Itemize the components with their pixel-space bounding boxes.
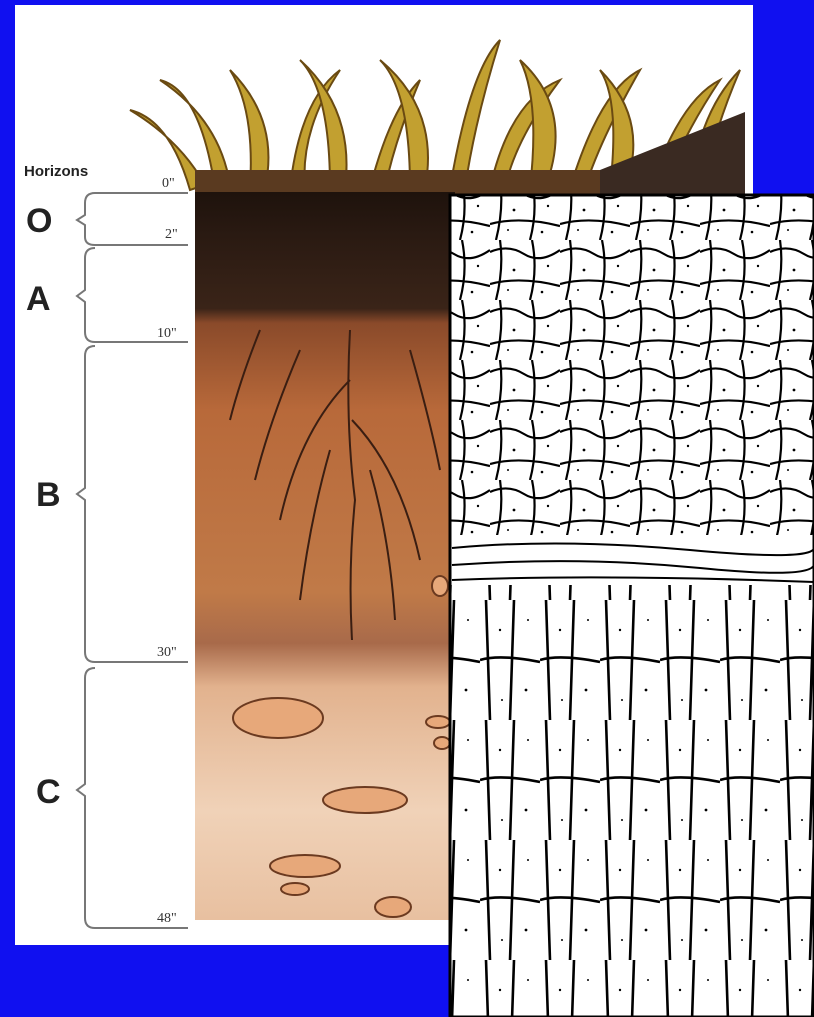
horizons-heading: Horizons — [24, 163, 88, 180]
depth-label-30: 30" — [157, 645, 177, 660]
soil-column — [195, 192, 455, 920]
horizon-label-o: O — [26, 202, 52, 240]
horizon-label-a: A — [26, 280, 51, 318]
horizon-label-b: B — [36, 476, 61, 514]
depth-label-0: 0" — [162, 176, 175, 191]
soil-structure-overlay — [450, 195, 814, 1017]
horizon-label-c: C — [36, 773, 61, 811]
depth-label-2: 2" — [165, 227, 178, 242]
depth-label-48: 48" — [157, 911, 177, 926]
depth-label-10: 10" — [157, 326, 177, 341]
